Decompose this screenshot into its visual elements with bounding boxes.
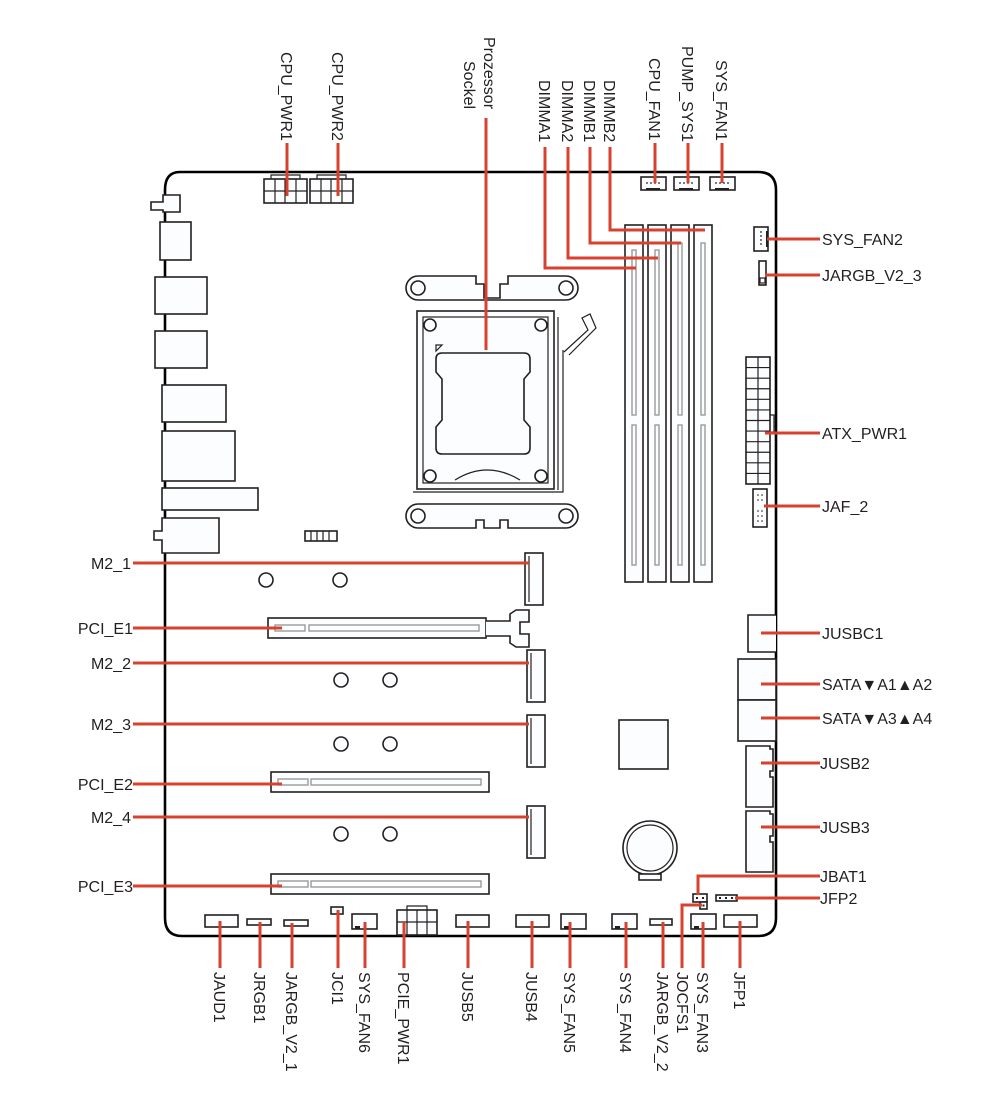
- label-jusbc1: JUSBC1: [822, 626, 883, 643]
- pci-e2-slot: [270, 771, 490, 793]
- top-labels: CPU_PWR1 CPU_PWR2 Prozessor Sockel DIMMA…: [277, 37, 729, 142]
- jargb-v2-1-header: [283, 919, 309, 927]
- label-cpu-pwr2: CPU_PWR2: [328, 52, 345, 141]
- jfp2-header: [715, 894, 738, 902]
- label-jocfs1: JOCFS1: [673, 972, 690, 1033]
- label-socket-line2: Sockel: [460, 61, 477, 109]
- label-m2-3: M2_3: [91, 717, 131, 734]
- label-jaud1: JAUD1: [210, 972, 227, 1023]
- pump-sys1-header: [673, 176, 700, 191]
- label-pci-e3: PCI_E3: [78, 879, 133, 896]
- cpu-pwr2-connector: [309, 174, 354, 204]
- label-cpu-pwr1: CPU_PWR1: [277, 52, 294, 141]
- label-jfp2: JFP2: [820, 891, 857, 908]
- label-sys-fan1: SYS_FAN1: [712, 60, 729, 141]
- m2-2-slot: [333, 649, 546, 703]
- label-jusb2: JUSB2: [820, 756, 870, 773]
- label-jargb-v2-2: JARGB_V2_2: [653, 972, 670, 1072]
- cmos-battery: [622, 820, 678, 881]
- pci-e3-slot: [270, 873, 490, 895]
- label-dimmb1: DIMMB1: [580, 80, 597, 142]
- label-jbat1: JBAT1: [820, 869, 867, 886]
- sys-fan2-header: [753, 226, 769, 252]
- pci-e1-slot: [267, 609, 530, 648]
- label-dimma1: DIMMA1: [535, 80, 552, 142]
- label-jargb-v2-3: JARGB_V2_3: [822, 268, 922, 285]
- label-sys-fan6: SYS_FAN6: [355, 972, 372, 1053]
- jusb2-header: [745, 745, 774, 808]
- sys-fan5-header: [560, 913, 587, 930]
- jbat1-header: [692, 893, 708, 903]
- label-pump-sys1: PUMP_SYS1: [678, 46, 695, 142]
- m2-3-slot: [333, 714, 546, 768]
- leader-lines: [133, 118, 820, 968]
- label-jusb5: JUSB5: [458, 972, 475, 1022]
- jargb-v2-3-header: [758, 260, 767, 286]
- label-m2-1: M2_1: [91, 556, 131, 573]
- label-sys-fan2: SYS_FAN2: [822, 232, 903, 249]
- label-m2-2: M2_2: [91, 656, 131, 673]
- bottom-labels: JAUD1 JRGB1 JARGB_V2_1 JCI1 SYS_FAN6 PCI…: [210, 972, 747, 1072]
- label-cpu-fan1: CPU_FAN1: [645, 58, 662, 141]
- jusb3-header: [745, 810, 774, 873]
- label-dimmb2: DIMMB2: [600, 80, 617, 142]
- rear-io-panel: [150, 194, 259, 554]
- atx-pwr1-connector: [745, 356, 775, 485]
- label-jaf-2: JAF_2: [822, 499, 868, 516]
- m2-4-slot: [333, 805, 546, 859]
- right-labels: SYS_FAN2 JARGB_V2_3 ATX_PWR1 JAF_2 JUSBC…: [820, 232, 932, 908]
- label-jci1: JCI1: [328, 972, 345, 1005]
- label-pci-e1: PCI_E1: [78, 621, 133, 638]
- jaf-2-header: [752, 488, 768, 528]
- label-sys-fan4: SYS_FAN4: [616, 972, 633, 1053]
- board-outline: [163, 170, 778, 938]
- tpm-header: [304, 530, 338, 542]
- left-labels: M2_1 PCI_E1 M2_2 M2_3 PCI_E2 M2_4 PCI_E3: [78, 556, 133, 896]
- jusb5-header: [455, 914, 490, 928]
- label-jusb3: JUSB3: [820, 820, 870, 837]
- sata-connectors: [737, 658, 777, 742]
- label-jfp1: JFP1: [730, 972, 747, 1009]
- label-sys-fan3: SYS_FAN3: [693, 972, 710, 1053]
- cpu-socket: [405, 275, 597, 529]
- dimm-slots: [624, 224, 713, 583]
- label-dimma2: DIMMA2: [558, 80, 575, 142]
- jargb-v2-2-header: [649, 918, 673, 926]
- label-atx-pwr1: ATX_PWR1: [822, 426, 907, 443]
- m2-1-slot: [258, 552, 544, 606]
- label-m2-4: M2_4: [91, 810, 131, 827]
- label-sata-a1a2: SATA▼A1▲A2: [822, 677, 932, 694]
- label-sys-fan5: SYS_FAN5: [560, 972, 577, 1053]
- label-sata-a3a4: SATA▼A3▲A4: [822, 711, 932, 728]
- label-pcie-pwr1: PCIE_PWR1: [394, 972, 411, 1065]
- chipset: [618, 719, 669, 770]
- label-jrgb1: JRGB1: [250, 972, 267, 1024]
- label-pci-e2: PCI_E2: [78, 777, 133, 794]
- label-socket-line1: Prozessor: [480, 37, 497, 110]
- label-jargb-v2-1: JARGB_V2_1: [282, 972, 299, 1072]
- label-jusb4: JUSB4: [522, 972, 539, 1022]
